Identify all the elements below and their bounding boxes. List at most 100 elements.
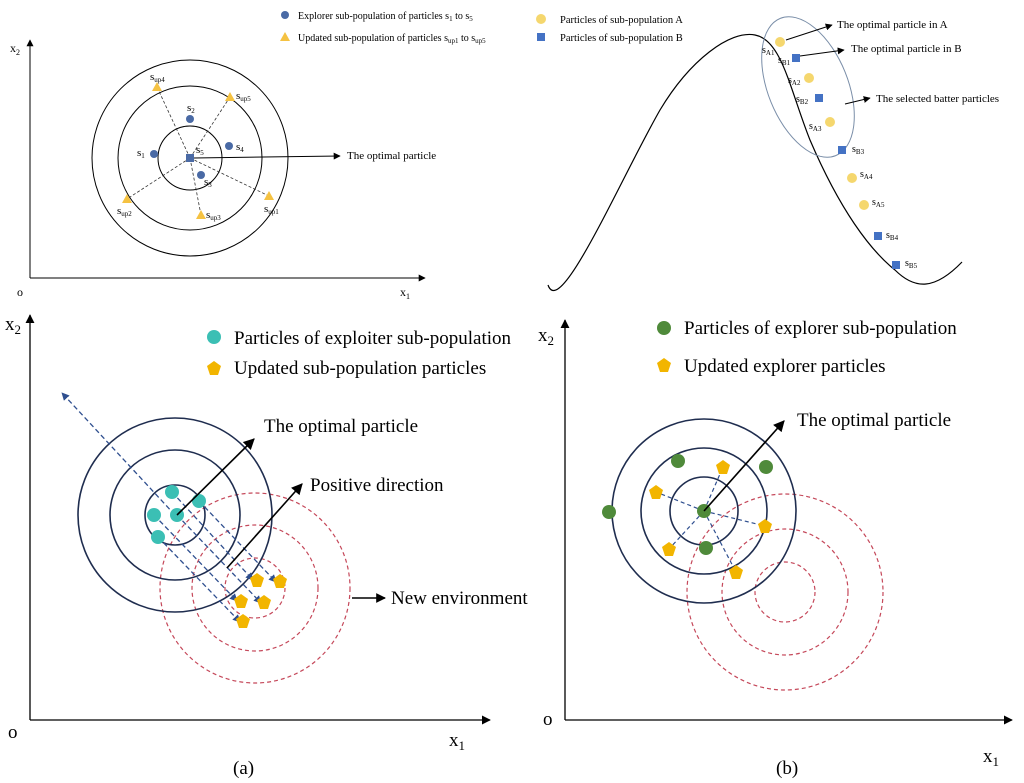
tl-label-sup1: sup1 <box>264 203 279 216</box>
tl-outer-ring <box>91 59 289 257</box>
tl-label-s2: s2 <box>187 102 195 115</box>
pa-caption: (a) <box>233 758 254 779</box>
tr-particle-a4 <box>847 173 857 183</box>
tr-label-b4: sB4 <box>886 230 899 242</box>
tr-particle-a5 <box>859 200 869 210</box>
tl-axis-x-label: x1 <box>400 285 410 301</box>
top-right-panel: sA1 sB1 sA2 sB2 sA3 sB3 sA4 sA5 sB4 sB5 … <box>536 14 999 292</box>
pa-new-env-ring-inner <box>224 557 286 619</box>
pb-new-env-ring-middle <box>721 528 849 656</box>
tr-callout-selected: The selected batter particles <box>876 93 999 105</box>
pa-legend-marker-exploiter <box>207 330 221 344</box>
pa-exploiter-particle <box>147 508 161 522</box>
pb-dashed-links <box>655 466 766 573</box>
pb-axis-y-label: x2 <box>538 325 554 348</box>
tl-particle-sup5 <box>225 92 235 101</box>
tr-label-b3: sB3 <box>852 144 865 156</box>
tl-label-sup2: sup2 <box>117 205 132 218</box>
tl-particle-labels: s1 s2 s3 s4 s5 sup1 sup2 sup3 sup4 sup5 <box>117 71 279 222</box>
pa-updated-particle <box>257 595 271 609</box>
tl-label-s1: s1 <box>137 147 145 160</box>
tl-particle-s3 <box>197 171 205 179</box>
tr-legend-marker-b <box>537 33 545 41</box>
tl-legend-updated: Updated sub-population of particles sup1… <box>298 33 486 45</box>
tr-label-b1: sB1 <box>778 55 791 67</box>
tr-callout-optimal-a: The optimal particle in A <box>837 19 948 31</box>
pb-new-env-ring-inner <box>754 561 816 623</box>
tl-label-sup5: sup5 <box>236 90 251 103</box>
tr-particle-b2 <box>815 94 823 102</box>
tr-label-a5: sA5 <box>872 197 885 209</box>
pb-updated-particle <box>662 542 676 556</box>
tr-particle-b3 <box>838 146 846 154</box>
tr-callout-arrow-b <box>799 47 845 57</box>
tr-label-b5: sB5 <box>905 258 918 270</box>
pa-new-env-ring-middle <box>191 524 319 652</box>
tr-label-a1: sA1 <box>762 45 775 57</box>
pb-middle-ring <box>640 447 768 575</box>
tl-label-sup4: sup4 <box>150 71 165 84</box>
pa-dashed-moves <box>61 392 277 623</box>
tl-label-s4: s4 <box>236 141 244 154</box>
tr-label-b2: sB2 <box>796 94 809 106</box>
pa-axis-y-label: x2 <box>5 314 21 337</box>
tl-middle-ring <box>117 85 263 231</box>
tr-label-a2: sA2 <box>788 75 801 87</box>
tr-callout-arrow-a <box>785 23 833 41</box>
tr-particle-b4 <box>874 232 882 240</box>
tr-particle-a3 <box>825 117 835 127</box>
pb-explorer-particle <box>699 541 713 555</box>
pa-inner-ring <box>144 484 206 546</box>
pb-explorer-particle <box>759 460 773 474</box>
tr-label-a3: sA3 <box>809 121 822 133</box>
tl-particle-sup1 <box>264 191 274 200</box>
tl-particle-s5 <box>186 154 194 162</box>
tl-legend-marker-updated <box>280 32 290 41</box>
pb-axis-x-label: x1 <box>983 746 999 769</box>
pa-outer-ring <box>77 417 273 613</box>
pa-updated-particle <box>236 614 250 628</box>
pa-new-env-label: New environment <box>391 588 528 609</box>
pb-legend-updated: Updated explorer particles <box>684 356 886 377</box>
tr-particle-a2 <box>804 73 814 83</box>
pa-legend-updated: Updated sub-population particles <box>234 358 486 379</box>
pa-axis-x-label: x1 <box>449 730 465 753</box>
pa-legend-exploiter: Particles of exploiter sub-population <box>234 328 512 349</box>
pa-updated-particle <box>234 594 248 608</box>
tl-legend-marker-explorer <box>281 11 289 19</box>
pb-updated-particle <box>729 565 743 579</box>
pb-updated-particle <box>649 485 663 499</box>
pb-updated-particle <box>758 519 772 533</box>
pa-middle-ring <box>109 449 241 581</box>
tr-callout-arrow-selected <box>844 96 871 105</box>
tl-particle-s2 <box>186 115 194 123</box>
tl-particle-sup4 <box>152 82 162 91</box>
pa-new-env-ring-outer <box>159 492 351 684</box>
pa-exploiter-particle <box>151 530 165 544</box>
pb-caption: (b) <box>776 758 798 779</box>
tl-axis-y-label: x2 <box>10 41 20 57</box>
tr-particle-b5 <box>892 261 900 269</box>
tr-callout-optimal-b: The optimal particle in B <box>851 43 962 55</box>
pa-optimal-label: The optimal particle <box>264 416 418 437</box>
tr-fitness-curve <box>547 33 963 292</box>
panel-b: x2 x1 o The <box>538 318 1013 779</box>
tr-legend-marker-a <box>536 14 546 24</box>
tr-particle-labels: sA1 sB1 sA2 sB2 sA3 sB3 sA4 sA5 sB4 sB5 <box>762 45 918 270</box>
tl-legend-explorer: Explorer sub-population of particles s1 … <box>298 11 473 23</box>
pa-updated-particles <box>234 573 287 628</box>
tr-label-a4: sA4 <box>860 169 873 181</box>
pa-exploiter-particle <box>165 485 179 499</box>
tl-particle-s4 <box>225 142 233 150</box>
pb-legend-explorer: Particles of explorer sub-population <box>684 318 957 339</box>
tr-particle-b1 <box>792 54 800 62</box>
tl-label-s5: s5 <box>196 144 204 157</box>
pb-explorer-particle <box>602 505 616 519</box>
pb-updated-particle <box>716 460 730 474</box>
pb-updated-particles <box>649 460 772 579</box>
tl-optimal-arrow <box>193 152 341 160</box>
pa-positive-direction-label: Positive direction <box>310 475 444 496</box>
pb-optimal-arrow <box>703 420 785 512</box>
tl-particle-sup3 <box>196 210 206 219</box>
